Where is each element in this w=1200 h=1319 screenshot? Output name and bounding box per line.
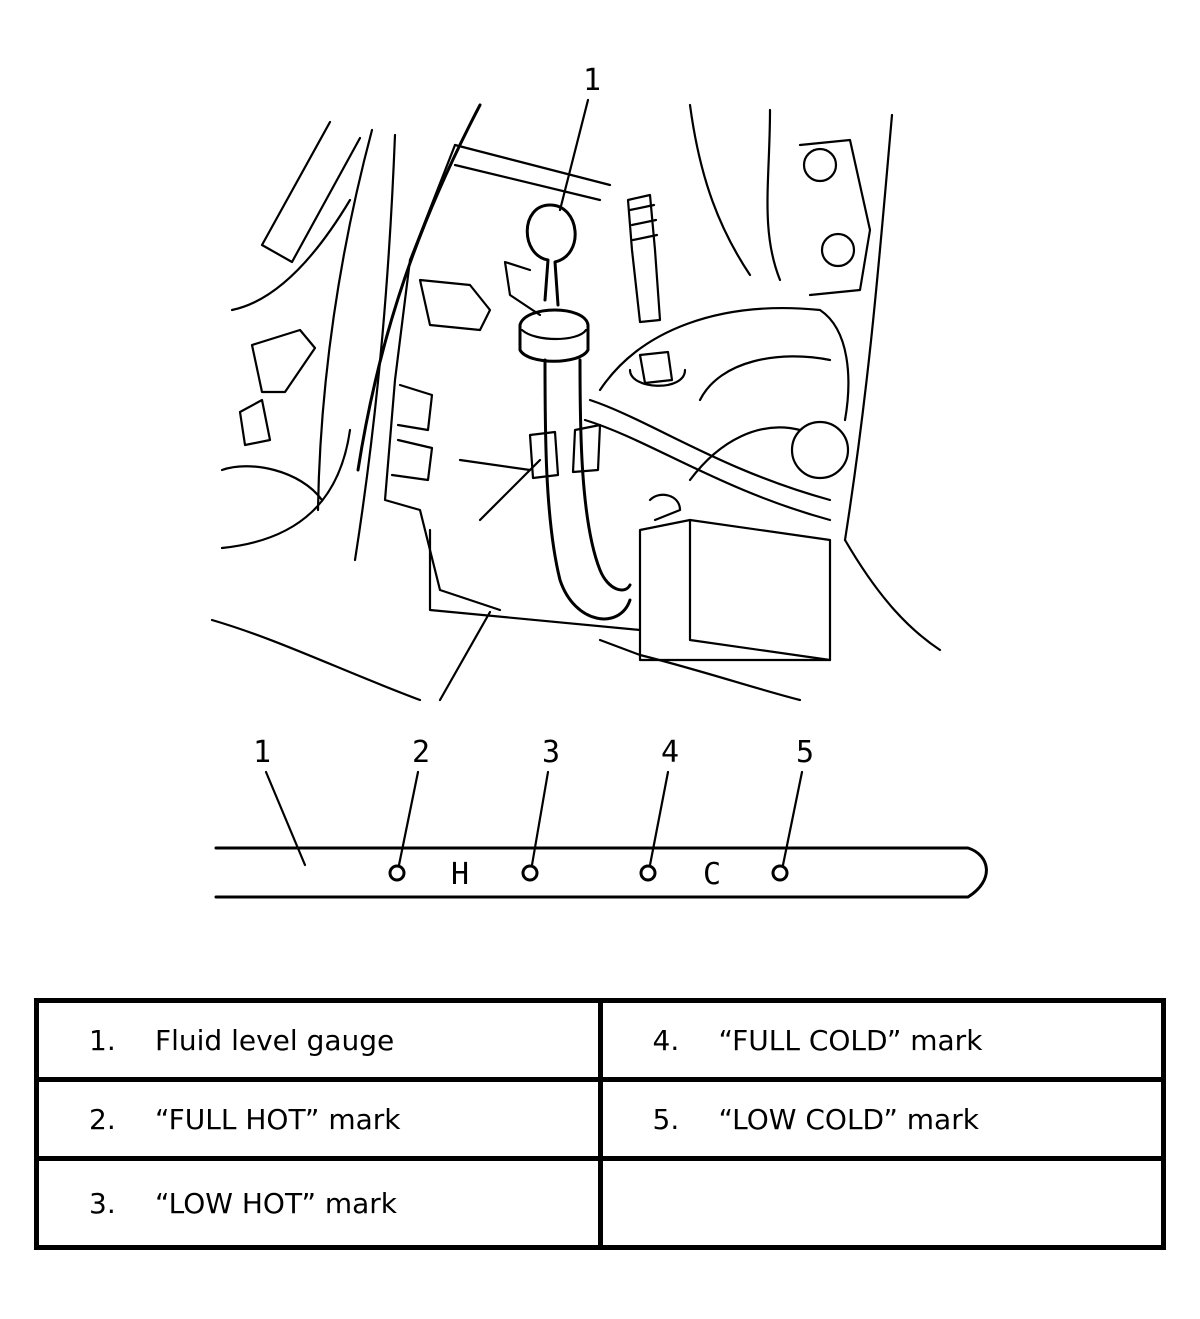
legend-cell: 4. “FULL COLD” mark <box>597 998 1166 1082</box>
legend-row: 2. “FULL HOT” mark 5. “LOW COLD” mark <box>34 1077 1166 1161</box>
legend-label: “LOW COLD” mark <box>718 1102 979 1136</box>
legend-row: 3. “LOW HOT” mark <box>34 1156 1166 1250</box>
legend-label: Fluid level gauge <box>155 1023 395 1057</box>
low-hot-mark-dot <box>521 864 539 882</box>
legend-label: “FULL COLD” mark <box>718 1023 983 1057</box>
legend-label: “FULL HOT” mark <box>155 1102 401 1136</box>
transmission-line-art <box>210 98 942 702</box>
gauge-callout-3: 3 <box>542 735 560 770</box>
full-cold-mark-dot <box>639 864 657 882</box>
legend-label: “LOW HOT” mark <box>155 1186 398 1220</box>
legend-row: 1. Fluid level gauge 4. “FULL COLD” mark <box>34 998 1166 1082</box>
gauge-callout-4: 4 <box>661 735 679 770</box>
gauge-callouts: 1 2 3 4 5 <box>253 735 814 770</box>
full-hot-mark-dot <box>388 864 406 882</box>
legend-number: 3. <box>89 1186 116 1220</box>
gauge-callout-1: 1 <box>253 735 271 770</box>
transmission-fluid-gauge-illustration: 1 H C 1 2 3 4 5 <box>210 63 988 899</box>
gauge-callout-leaders <box>264 770 804 867</box>
legend-table: 1. Fluid level gauge 4. “FULL COLD” mark 2… <box>34 998 1166 1250</box>
legend-cell: 1. Fluid level gauge <box>34 998 603 1082</box>
callout-1-top: 1 <box>583 63 601 98</box>
legend-cell: 2. “FULL HOT” mark <box>34 1077 603 1161</box>
gauge-blade <box>214 846 988 899</box>
cold-range-letter: C <box>703 857 721 892</box>
gauge-callout-2: 2 <box>412 735 430 770</box>
gauge-callout-5: 5 <box>796 735 814 770</box>
legend-cell: 5. “LOW COLD” mark <box>597 1077 1166 1161</box>
legend-cell-empty <box>597 1156 1166 1250</box>
legend-number: 1. <box>89 1023 116 1057</box>
hot-range-letter: H <box>451 857 469 892</box>
gauge-marks: H C <box>388 857 789 892</box>
legend-number: 2. <box>89 1102 116 1136</box>
legend-cell: 3. “LOW HOT” mark <box>34 1156 603 1250</box>
legend-number: 5. <box>652 1102 680 1136</box>
low-cold-mark-dot <box>771 864 789 882</box>
legend-number: 4. <box>652 1023 680 1057</box>
